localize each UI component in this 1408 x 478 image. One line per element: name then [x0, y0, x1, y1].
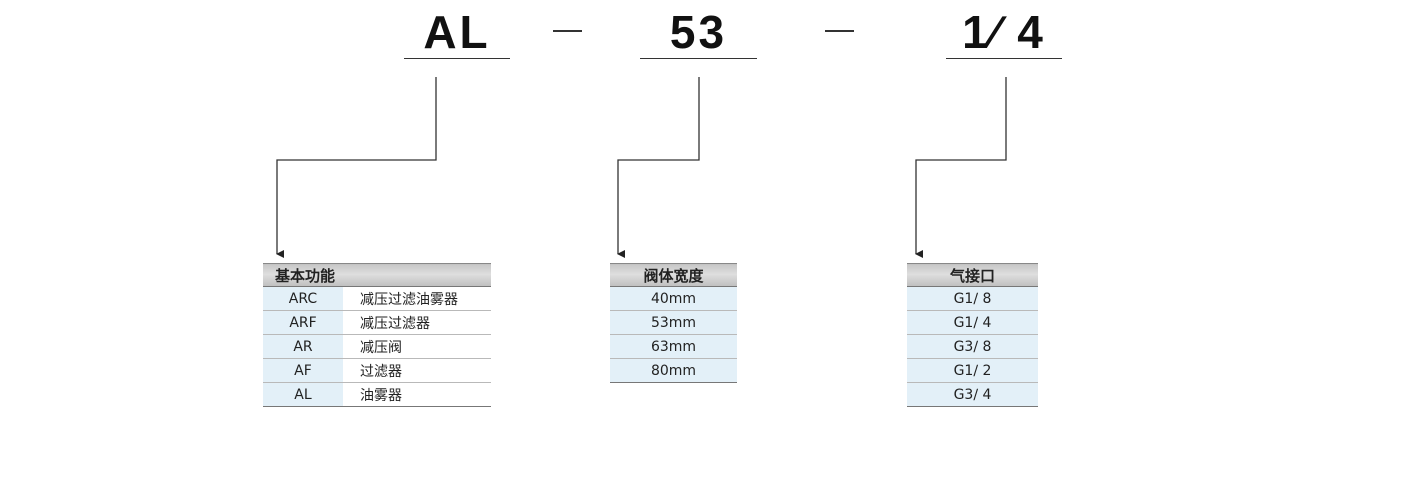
valve-width-value: 80mm — [610, 358, 737, 383]
function-code: AR — [263, 334, 343, 359]
function-desc: 减压过滤油雾器 — [343, 286, 491, 311]
basic-function-header: 基本功能 — [263, 263, 491, 287]
table-row: G1∕ 4 — [907, 310, 1038, 335]
function-code: AF — [263, 358, 343, 383]
basic-function-table: 基本功能 ARC 减压过滤油雾器 ARF 减压过滤器 AR 减压阀 AF 过滤器… — [263, 263, 491, 407]
table-row: AF 过滤器 — [263, 358, 491, 383]
table-row: 80mm — [610, 358, 737, 383]
table-row: AL 油雾器 — [263, 382, 491, 407]
code-segment-port: 1∕ 4 — [946, 6, 1062, 59]
table-row: 63mm — [610, 334, 737, 359]
function-code: ARF — [263, 310, 343, 335]
valve-width-value: 53mm — [610, 310, 737, 335]
valve-width-value: 40mm — [610, 286, 737, 311]
connector-port — [915, 77, 1007, 258]
function-code: AL — [263, 382, 343, 407]
connector-width — [617, 77, 700, 258]
table-row: 53mm — [610, 310, 737, 335]
function-desc: 过滤器 — [343, 358, 491, 383]
table-row: 40mm — [610, 286, 737, 311]
valve-width-header: 阀体宽度 — [610, 263, 737, 287]
function-code: ARC — [263, 286, 343, 311]
air-port-table: 气接口 G1∕ 8 G1∕ 4 G3∕ 8 G1∕ 2 G3∕ 4 — [907, 263, 1038, 407]
table-row: ARF 减压过滤器 — [263, 310, 491, 335]
code-separator-2 — [825, 30, 854, 32]
table-row: G1∕ 8 — [907, 286, 1038, 311]
air-port-value: G1∕ 2 — [907, 358, 1038, 383]
table-row: ARC 减压过滤油雾器 — [263, 286, 491, 311]
table-row: G3∕ 8 — [907, 334, 1038, 359]
valve-width-table: 阀体宽度 40mm 53mm 63mm 80mm — [610, 263, 737, 383]
air-port-header: 气接口 — [907, 263, 1038, 287]
table-row: G1∕ 2 — [907, 358, 1038, 383]
connector-series — [276, 77, 437, 258]
function-desc: 油雾器 — [343, 382, 491, 407]
code-separator-1 — [553, 30, 582, 32]
table-row: AR 减压阀 — [263, 334, 491, 359]
valve-width-value: 63mm — [610, 334, 737, 359]
code-segment-series: AL — [404, 6, 510, 59]
air-port-value: G3∕ 4 — [907, 382, 1038, 407]
air-port-value: G3∕ 8 — [907, 334, 1038, 359]
code-segment-width: 53 — [640, 6, 757, 59]
table-row: G3∕ 4 — [907, 382, 1038, 407]
air-port-value: G1∕ 4 — [907, 310, 1038, 335]
air-port-value: G1∕ 8 — [907, 286, 1038, 311]
function-desc: 减压阀 — [343, 334, 491, 359]
function-desc: 减压过滤器 — [343, 310, 491, 335]
